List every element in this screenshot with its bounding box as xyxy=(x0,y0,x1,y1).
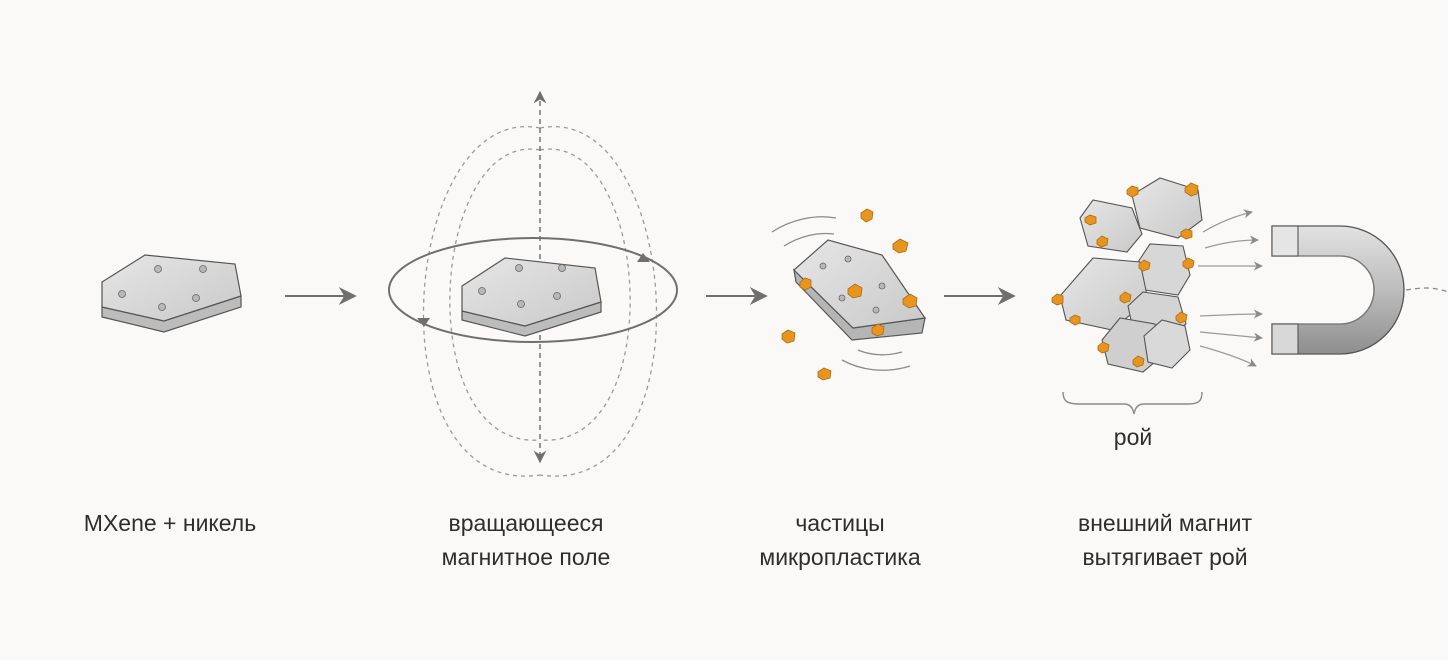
step-4-line-2: вытягивает рой xyxy=(1082,544,1248,570)
step-label-microplastic: частицы микропластика xyxy=(720,506,960,574)
rotating-field-ellipse xyxy=(388,237,678,343)
microplastic-particles xyxy=(781,208,918,381)
magnetic-field-lines xyxy=(422,125,658,477)
swarm-brace xyxy=(1062,391,1203,415)
step-3-line-2: микропластика xyxy=(759,544,921,570)
step-label-mxene-nickel: MXene + никель xyxy=(40,506,300,540)
step-2-line-1: вращающееся xyxy=(448,510,604,536)
rotating-plate xyxy=(461,257,602,337)
step-4-line-1: внешний магнит xyxy=(1077,510,1253,536)
step-3-line-1: частицы xyxy=(795,510,885,536)
step-2-line-2: магнитное поле xyxy=(441,544,611,570)
horseshoe-magnet xyxy=(1271,225,1448,355)
step-1-line-1: MXene + никель xyxy=(83,510,257,536)
motion-lines xyxy=(771,216,911,371)
swarm-particles xyxy=(1051,182,1199,368)
step-label-rotating-field: вращающееся магнитное поле xyxy=(406,506,646,574)
mxene-nickel-plate xyxy=(101,254,242,333)
swarm xyxy=(1059,177,1203,373)
swarm-label: рой xyxy=(1113,424,1153,450)
capturing-plate xyxy=(793,239,927,341)
magnetic-pull-arrows xyxy=(1198,209,1263,367)
step-label-external-magnet: внешний магнит вытягивает рой xyxy=(1040,506,1290,574)
